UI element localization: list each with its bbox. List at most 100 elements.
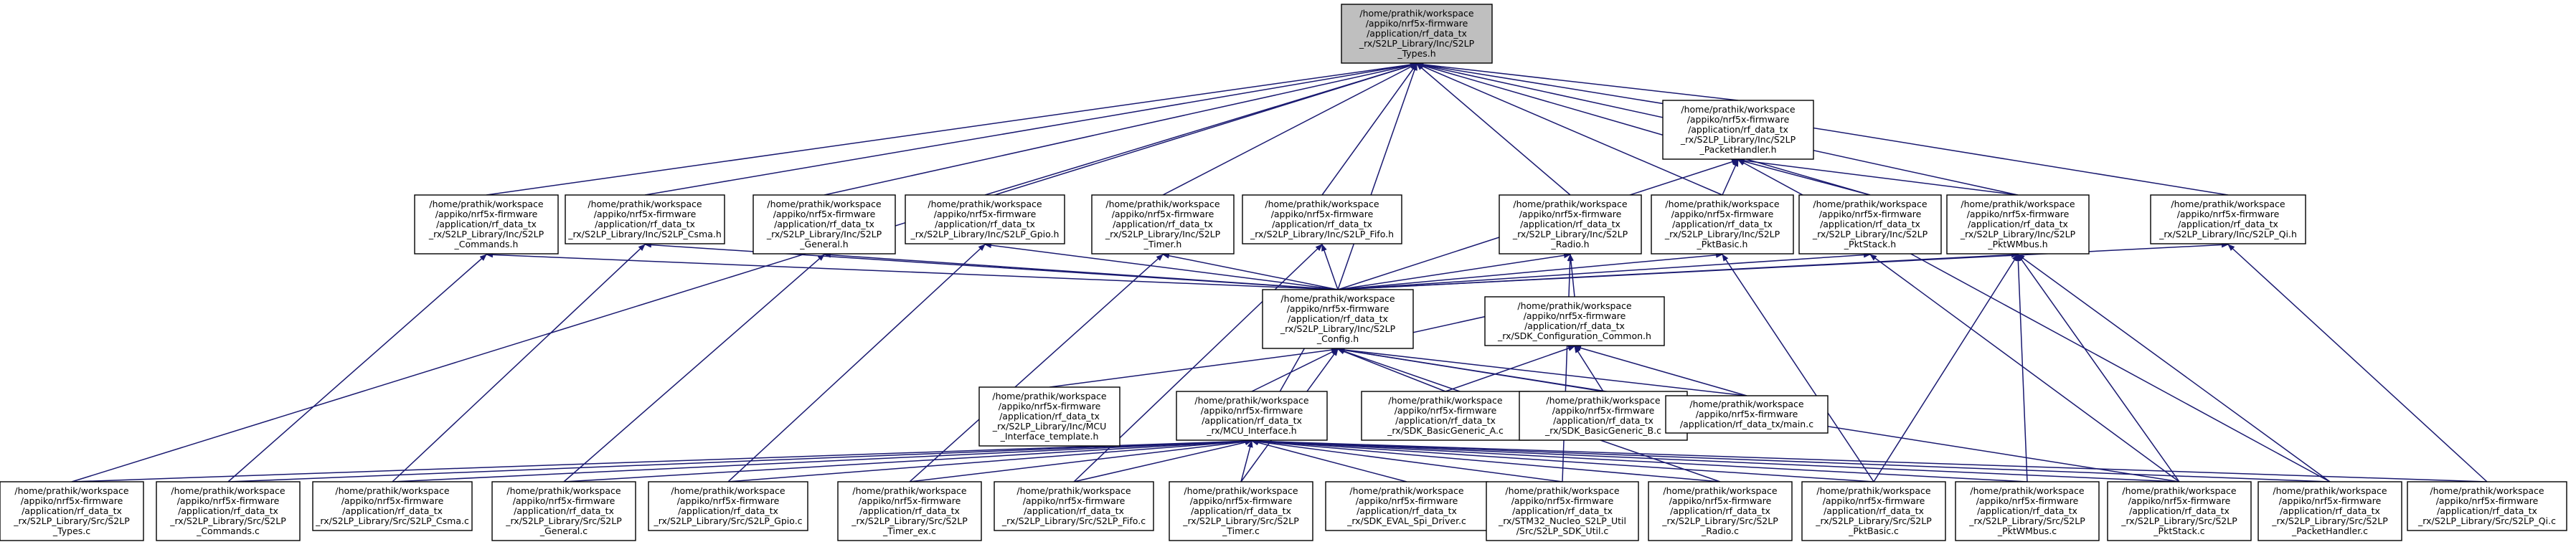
node-general-c[interactable]: /home/prathik/workspace/appiko/nrf5x-fir…: [491, 481, 636, 541]
edge-types_c-to-mcu_interface_h: [71, 438, 1252, 482]
node-box: [1955, 481, 2100, 541]
node-label-line: /appiko/nrf5x-firmware: [513, 495, 615, 506]
node-label-line: /home/prathik/workspace: [1349, 485, 1464, 496]
node-label-line: _rx/S2LP_Library/Src/S2LP_Qi.c: [2417, 515, 2556, 526]
node-csma-h[interactable]: /home/prathik/workspace/appiko/nrf5x-fir…: [565, 194, 725, 244]
node-label-line: /home/prathik/workspace: [429, 199, 544, 209]
node-label-line: /Src/S2LP_SDK_Util.c: [1516, 525, 1609, 536]
node-label-line: _rx/S2LP_Library/Inc/S2LP: [1512, 229, 1628, 239]
node-label-line: /home/prathik/workspace: [1970, 485, 2085, 496]
node-box: [1325, 481, 1488, 531]
node-label-line: _rx/S2LP_Library/Src/S2LP: [13, 515, 130, 526]
edge-csma_h-to-types_h: [644, 62, 1417, 196]
node-label-line: /application/rf_data_tx: [436, 219, 537, 229]
node-sdk-config-common-h[interactable]: /home/prathik/workspace/appiko/nrf5x-fir…: [1484, 296, 1665, 346]
node-main-c[interactable]: /home/prathik/workspace/appiko/nrf5x-fir…: [1665, 395, 1829, 434]
node-label-line: _rx/S2LP_Library/Src/S2LP_Csma.c: [315, 515, 469, 526]
node-mcu-interface-h[interactable]: /home/prathik/workspace/appiko/nrf5x-fir…: [1176, 391, 1328, 441]
node-label-line: /appiko/nrf5x-firmware: [677, 495, 780, 506]
node-timer-c[interactable]: /home/prathik/workspace/appiko/nrf5x-fir…: [1169, 481, 1313, 541]
node-radio-h[interactable]: /home/prathik/workspace/appiko/nrf5x-fir…: [1499, 194, 1642, 255]
node-commands-h[interactable]: /home/prathik/workspace/appiko/nrf5x-fir…: [414, 194, 559, 255]
node-label-line: /application/rf_data_tx: [178, 505, 278, 516]
edge-gpio_h-to-types_h: [984, 62, 1417, 196]
node-box: [978, 386, 1120, 447]
node-qi-h[interactable]: /home/prathik/workspace/appiko/nrf5x-fir…: [2150, 194, 2306, 244]
node-label-line: _General.c: [539, 525, 588, 536]
node-label-line: /home/prathik/workspace: [2273, 485, 2387, 496]
node-pktwmbus-h[interactable]: /home/prathik/workspace/appiko/nrf5x-fir…: [1946, 194, 2090, 255]
node-label-line: /home/prathik/workspace: [2122, 485, 2237, 496]
node-box: [491, 481, 636, 541]
node-commands-c[interactable]: /home/prathik/workspace/appiko/nrf5x-fir…: [156, 481, 301, 541]
node-label-line: /application/rf_data_tx: [1977, 505, 2077, 516]
node-radio-c[interactable]: /home/prathik/workspace/appiko/nrf5x-fir…: [1648, 481, 1793, 541]
node-gpio-c[interactable]: /home/prathik/workspace/appiko/nrf5x-fir…: [648, 481, 808, 531]
node-label-line: _Radio.c: [1701, 525, 1739, 536]
edge-config_h-to-types_h: [1337, 63, 1417, 290]
node-label-line: _rx/S2LP_Library/Inc/S2LP_Gpio.h: [910, 229, 1060, 239]
node-label-line: /application/rf_data_tx: [1524, 320, 1625, 331]
node-sdk-basicgeneric-b-c[interactable]: /home/prathik/workspace/appiko/nrf5x-fir…: [1519, 391, 1688, 441]
edge-pktwmbus_h-to-packethandler_h: [1737, 158, 2019, 196]
node-label-line: _rx/S2LP_Library/Inc/S2LP: [1280, 323, 1396, 334]
node-label-line: /home/prathik/workspace: [1665, 199, 1780, 209]
node-gpio-h[interactable]: /home/prathik/workspace/appiko/nrf5x-fir…: [905, 194, 1065, 244]
node-fifo-c[interactable]: /home/prathik/workspace/appiko/nrf5x-fir…: [994, 481, 1154, 531]
node-label-line: /application/rf_data_tx: [1202, 415, 1302, 426]
edge-fifo_h-to-types_h: [1321, 63, 1417, 196]
node-box: [1665, 395, 1829, 434]
node-box: [1341, 4, 1493, 64]
node-general-h[interactable]: /home/prathik/workspace/appiko/nrf5x-fir…: [752, 194, 896, 255]
node-config-h[interactable]: /home/prathik/workspace/appiko/nrf5x-fir…: [1262, 289, 1414, 349]
edge-config_h-to-commands_h: [486, 252, 1339, 290]
node-timer-ex-c[interactable]: /home/prathik/workspace/appiko/nrf5x-fir…: [837, 481, 982, 541]
node-label-line: /home/prathik/workspace: [1194, 395, 1309, 406]
node-label-line: /home/prathik/workspace: [2171, 199, 2285, 209]
node-label-line: /application/rf_data_tx: [678, 505, 778, 516]
node-packethandler-h[interactable]: /home/prathik/workspace/appiko/nrf5x-fir…: [1662, 100, 1814, 160]
node-mcu-interface-template-h[interactable]: /home/prathik/workspace/appiko/nrf5x-fir…: [978, 386, 1120, 447]
nodes-layer: /home/prathik/workspace/appiko/nrf5x-fir…: [0, 4, 2567, 541]
node-label-line: /application/rf_data_tx: [1824, 505, 1924, 516]
node-label-line: /appiko/nrf5x-firmware: [1395, 405, 1497, 416]
node-pktbasic-h[interactable]: /home/prathik/workspace/appiko/nrf5x-fir…: [1651, 194, 1794, 255]
node-label-line: /home/prathik/workspace: [14, 485, 129, 496]
node-pktstack-h[interactable]: /home/prathik/workspace/appiko/nrf5x-fir…: [1798, 194, 1942, 255]
edge-qi_c-to-mcu_interface_h: [1251, 438, 2488, 482]
node-label-line: /appiko/nrf5x-firmware: [2128, 495, 2231, 506]
node-box: [752, 194, 896, 255]
node-label-line: _PacketHandler.c: [2291, 525, 2368, 536]
node-label-line: /appiko/nrf5x-firmware: [1671, 209, 1774, 219]
node-stm32-util-c[interactable]: /home/prathik/workspace/appiko/nrf5x-fir…: [1486, 481, 1639, 541]
node-types-c[interactable]: /home/prathik/workspace/appiko/nrf5x-fir…: [0, 481, 144, 541]
node-label-line: /appiko/nrf5x-firmware: [859, 495, 961, 506]
node-timer-h[interactable]: /home/prathik/workspace/appiko/nrf5x-fir…: [1091, 194, 1235, 255]
node-label-line: _rx/S2LP_Library/Src/S2LP: [169, 515, 286, 526]
edge-qi_h-to-types_h: [1416, 62, 2229, 196]
node-pktwmbus-c[interactable]: /home/prathik/workspace/appiko/nrf5x-fir…: [1955, 481, 2100, 541]
node-label-line: /appiko/nrf5x-firmware: [1112, 209, 1214, 219]
node-label-line: _rx/S2LP_Library/Src/S2LP: [2271, 515, 2388, 526]
edge-csma_c-to-csma_h: [392, 244, 646, 482]
node-csma-c[interactable]: /home/prathik/workspace/appiko/nrf5x-fir…: [312, 481, 473, 531]
edge-stm32_util_c-to-mcu_interface_h: [1251, 439, 1563, 482]
node-pktbasic-c[interactable]: /home/prathik/workspace/appiko/nrf5x-fir…: [1801, 481, 1946, 541]
node-label-line: _rx/S2LP_Library/Inc/S2LP: [766, 229, 882, 239]
node-fifo-h[interactable]: /home/prathik/workspace/appiko/nrf5x-fir…: [1242, 194, 1402, 244]
node-label-line: /application/rf_data_tx: [2178, 219, 2278, 229]
node-types-h[interactable]: /home/prathik/workspace/appiko/nrf5x-fir…: [1341, 4, 1493, 64]
node-box: [0, 481, 144, 541]
node-label-line: /appiko/nrf5x-firmware: [999, 401, 1101, 412]
node-packethandler-c[interactable]: /home/prathik/workspace/appiko/nrf5x-fir…: [2257, 481, 2402, 541]
node-sdk-eval-spi-driver-c[interactable]: /home/prathik/workspace/appiko/nrf5x-fir…: [1325, 481, 1488, 531]
node-label-line: /application/rf_data_tx: [2280, 505, 2380, 516]
node-label-line: /application/rf_data_tx: [999, 411, 1100, 422]
edge-commands_h-to-types_h: [486, 62, 1417, 196]
node-qi-c[interactable]: /home/prathik/workspace/appiko/nrf5x-fir…: [2407, 481, 2567, 531]
node-label-line: _rx/MCU_Interface.h: [1206, 425, 1296, 436]
node-sdk-basicgeneric-a-c[interactable]: /home/prathik/workspace/appiko/nrf5x-fir…: [1361, 391, 1530, 441]
node-pktstack-c[interactable]: /home/prathik/workspace/appiko/nrf5x-fir…: [2107, 481, 2252, 541]
edge-config_h-to-pktbasic_h: [1337, 252, 1723, 290]
